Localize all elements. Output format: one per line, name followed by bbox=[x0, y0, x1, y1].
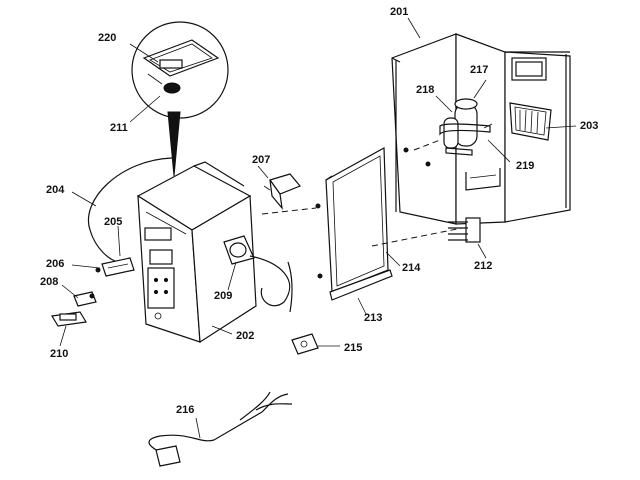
callout-219: 219 bbox=[516, 160, 535, 172]
part-210-connector bbox=[51, 311, 87, 327]
part-201-housing bbox=[391, 33, 571, 225]
part-217-218-219-motor bbox=[439, 98, 493, 156]
callout-206: 206 bbox=[46, 258, 65, 270]
screws bbox=[89, 147, 431, 299]
callout-209: 209 bbox=[214, 290, 233, 302]
callout-213: 213 bbox=[364, 312, 383, 324]
part-202-control-box bbox=[136, 161, 257, 344]
callout-205: 205 bbox=[104, 216, 123, 228]
part-214-panel bbox=[325, 147, 389, 293]
callout-208: 208 bbox=[40, 276, 59, 288]
part-204-harness bbox=[87, 157, 173, 263]
callout-216: 216 bbox=[176, 404, 195, 416]
part-213-plate bbox=[329, 269, 393, 301]
callout-215: 215 bbox=[344, 342, 363, 354]
inset-detail bbox=[131, 21, 229, 177]
part-209-thermostat bbox=[223, 235, 293, 313]
leader-lines bbox=[59, 17, 577, 439]
callout-203: 203 bbox=[580, 120, 599, 132]
callout-210: 210 bbox=[50, 348, 69, 360]
part-216-power-cord bbox=[148, 391, 293, 467]
part-207-relay bbox=[263, 173, 301, 211]
part-215-bracket bbox=[291, 333, 319, 355]
callout-201: 201 bbox=[390, 6, 409, 18]
callout-214: 214 bbox=[402, 262, 421, 274]
callout-204: 204 bbox=[46, 184, 65, 196]
callout-217: 217 bbox=[470, 64, 489, 76]
part-212-connector bbox=[448, 217, 481, 243]
part-205-206-terminal bbox=[101, 257, 135, 277]
callout-202: 202 bbox=[236, 330, 255, 342]
callout-212: 212 bbox=[474, 260, 493, 272]
callout-218: 218 bbox=[416, 84, 435, 96]
callout-211: 211 bbox=[110, 122, 128, 134]
callout-220: 220 bbox=[98, 32, 117, 44]
callout-207: 207 bbox=[252, 154, 271, 166]
